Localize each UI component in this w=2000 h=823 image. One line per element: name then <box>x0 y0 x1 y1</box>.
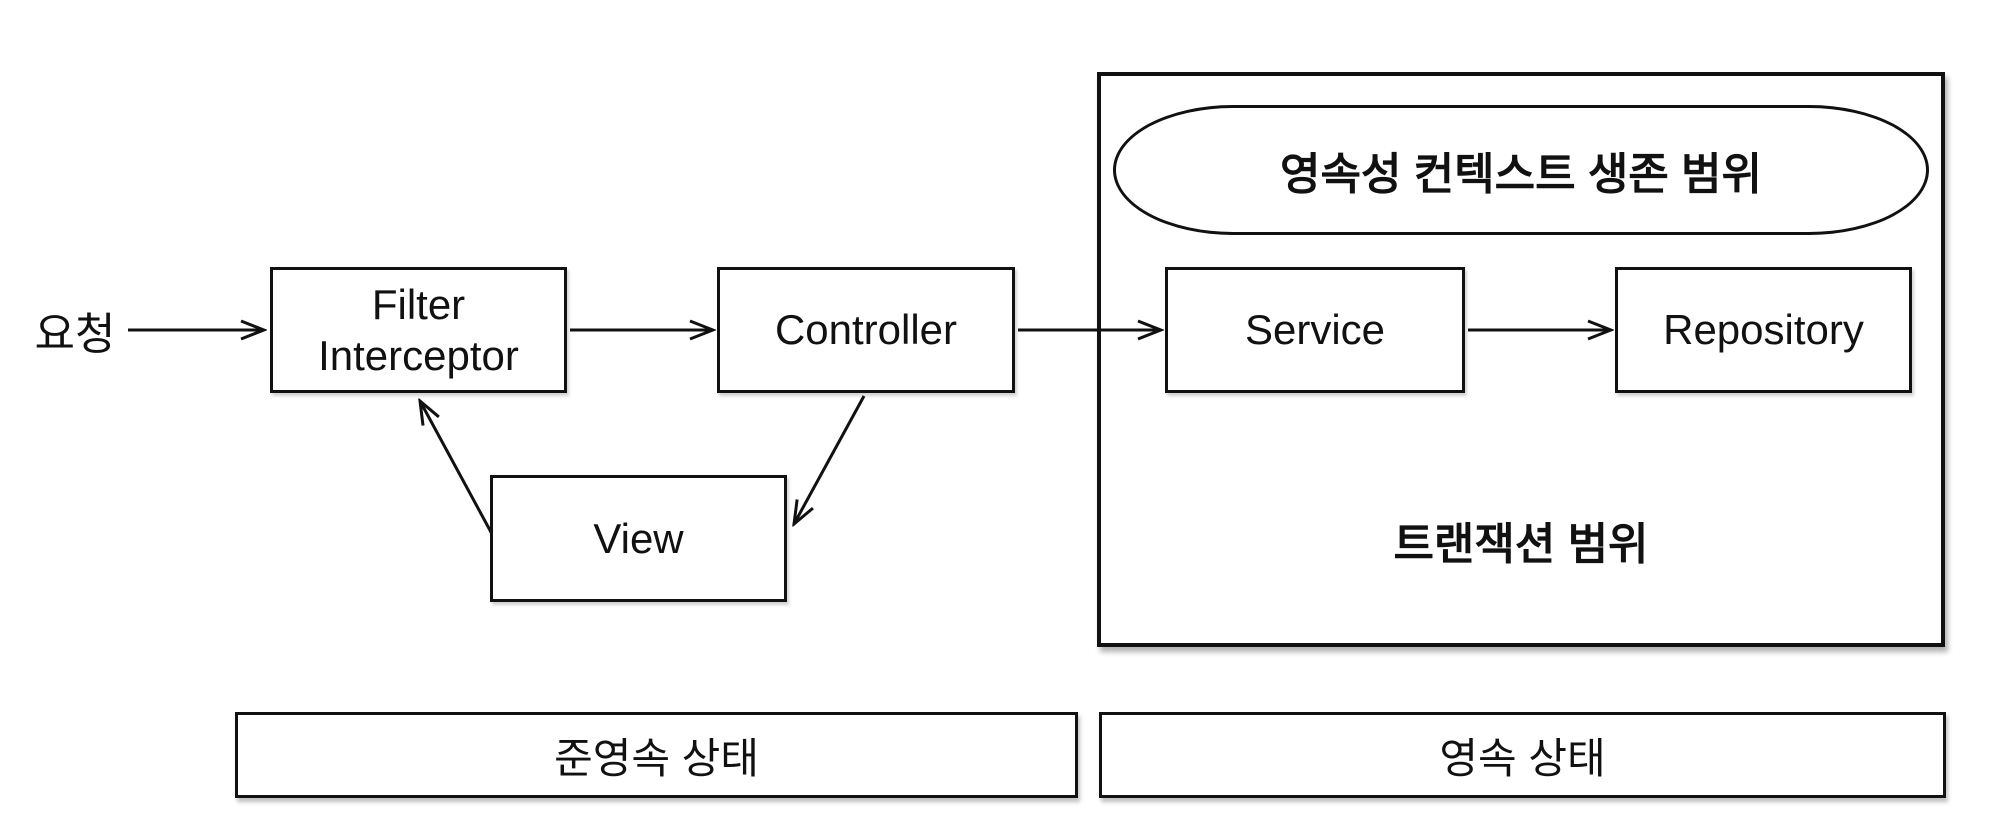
node-service: Service <box>1165 267 1465 393</box>
request-label: 요청 <box>34 310 116 359</box>
arrow-controller-to-view <box>794 395 866 524</box>
node-controller: Controller <box>717 267 1015 393</box>
detached-state-box: 준영속 상태 <box>235 712 1078 798</box>
node-filter-interceptor: Filter Interceptor <box>270 267 567 393</box>
transaction-scope-label: 트랜잭션 범위 <box>1393 520 1649 569</box>
node-view: View <box>490 475 787 602</box>
persistence-context-scope: 영속성 컨텍스트 생존 범위 <box>1113 105 1929 235</box>
persistent-state-box: 영속 상태 <box>1099 712 1946 798</box>
arrow-view-to-filter <box>420 401 494 535</box>
node-repository: Repository <box>1615 267 1912 393</box>
